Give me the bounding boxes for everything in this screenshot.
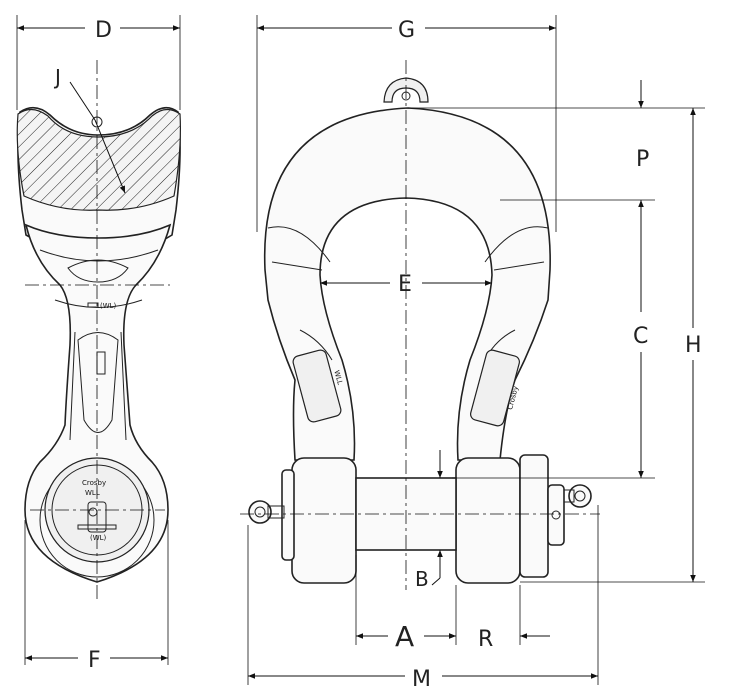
label-A: A — [395, 620, 414, 653]
label-G: G — [398, 18, 415, 43]
label-D: D — [95, 18, 112, 43]
pin-head — [281, 469, 295, 561]
right-cotter — [563, 484, 592, 508]
shackle-bow — [263, 107, 551, 461]
label-F: F — [88, 648, 101, 673]
crosby-plate: Crosby — [470, 349, 520, 427]
right-leg-ear — [455, 457, 521, 584]
front-wll-text: WLL — [332, 369, 344, 385]
wll-plate: WLL — [292, 349, 344, 423]
label-C: C — [633, 324, 648, 349]
label-J: J — [53, 65, 61, 89]
side-view: (WL) Crosby WLL (WL) D J F — [16, 15, 181, 673]
left-cotter — [248, 500, 285, 524]
nut — [519, 454, 565, 578]
label-H: H — [685, 333, 702, 358]
side-wll-text: WLL — [85, 489, 100, 497]
svg-text:(WL): (WL) — [90, 534, 107, 542]
label-M: M — [412, 667, 431, 692]
hatched-section — [16, 108, 181, 211]
label-P: P — [636, 147, 649, 172]
label-R: R — [478, 627, 493, 652]
label-B: B — [415, 567, 429, 591]
side-crosby-text: Crosby — [82, 479, 106, 487]
label-E: E — [398, 272, 412, 297]
left-leg-ear — [291, 457, 357, 584]
side-wll-mark: (WL) — [100, 302, 117, 310]
front-view: WLL Crosby — [240, 15, 705, 692]
